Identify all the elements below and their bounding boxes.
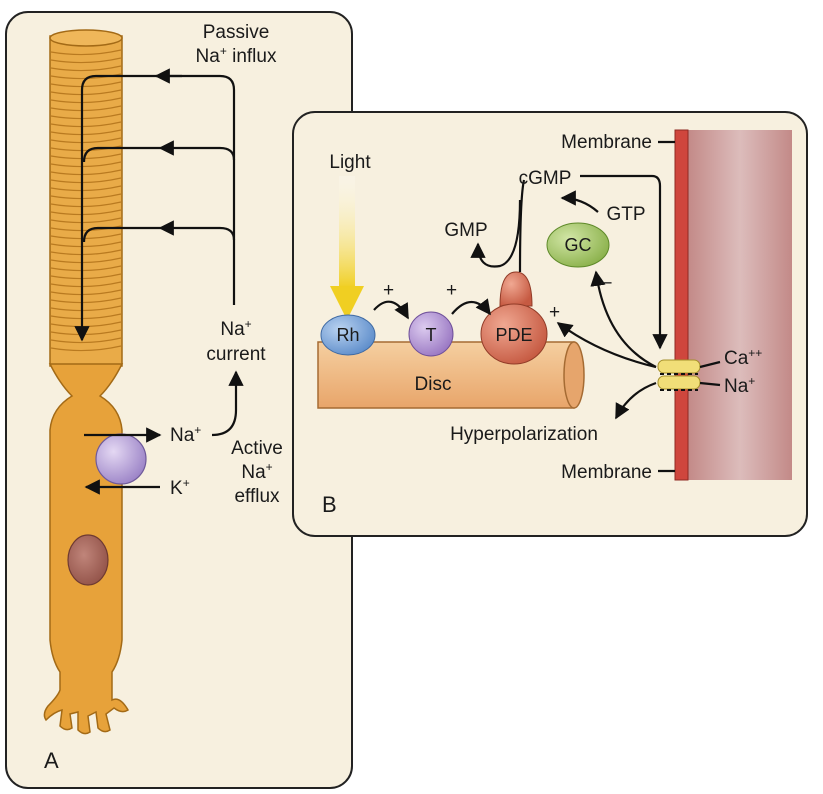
disc-label: Disc <box>415 374 452 395</box>
transducin-molecule <box>408 311 454 357</box>
hyperpolarization-label: Hyperpolarization <box>450 424 598 445</box>
rh-label: Rh <box>336 325 359 345</box>
rod-outer-segment <box>49 29 123 367</box>
gc-molecule <box>546 222 610 268</box>
gmp-label: GMP <box>444 220 487 241</box>
current-loop <box>74 68 244 495</box>
na-out-label: Na+ <box>170 423 201 446</box>
nucleus <box>67 534 109 586</box>
gc-label: GC <box>565 235 592 255</box>
na-current-line1: Na+ <box>220 317 251 340</box>
plus-t-pde: + <box>446 280 457 301</box>
cgmp-label: cGMP <box>519 168 572 189</box>
active-efflux-line1: Active <box>231 438 283 459</box>
na-label: Na+ <box>724 374 755 397</box>
membrane-interior <box>688 130 792 480</box>
cascade-arrows <box>373 140 721 473</box>
pde-label: PDE <box>495 325 532 345</box>
active-efflux-line2: Na+ <box>241 460 272 483</box>
passive-influx-line1: Passive <box>203 22 270 43</box>
active-efflux-line3: efflux <box>234 486 280 507</box>
rh-molecule <box>320 314 376 356</box>
gtp-label: GTP <box>606 204 645 225</box>
panel-a-letter: A <box>44 748 59 773</box>
light-beam <box>330 176 364 320</box>
ca-label: Ca++ <box>724 346 762 369</box>
cgmp-channel <box>657 359 701 391</box>
plus-pde: + <box>549 302 560 323</box>
na-k-pump <box>95 433 147 485</box>
panel-b-letter: B <box>322 492 337 517</box>
minus-gc: – <box>601 272 612 293</box>
t-label: T <box>426 325 437 345</box>
passive-influx-line2: Na+ influx <box>196 44 277 67</box>
na-current-line2: current <box>206 344 266 365</box>
plus-rh-t: + <box>383 280 394 301</box>
membrane-bottom-label: Membrane <box>561 462 652 483</box>
pde-molecule <box>480 271 548 365</box>
membrane-wall <box>674 129 689 481</box>
light-label: Light <box>329 152 371 173</box>
k-in-label: K+ <box>170 476 190 499</box>
membrane-top-label: Membrane <box>561 132 652 153</box>
